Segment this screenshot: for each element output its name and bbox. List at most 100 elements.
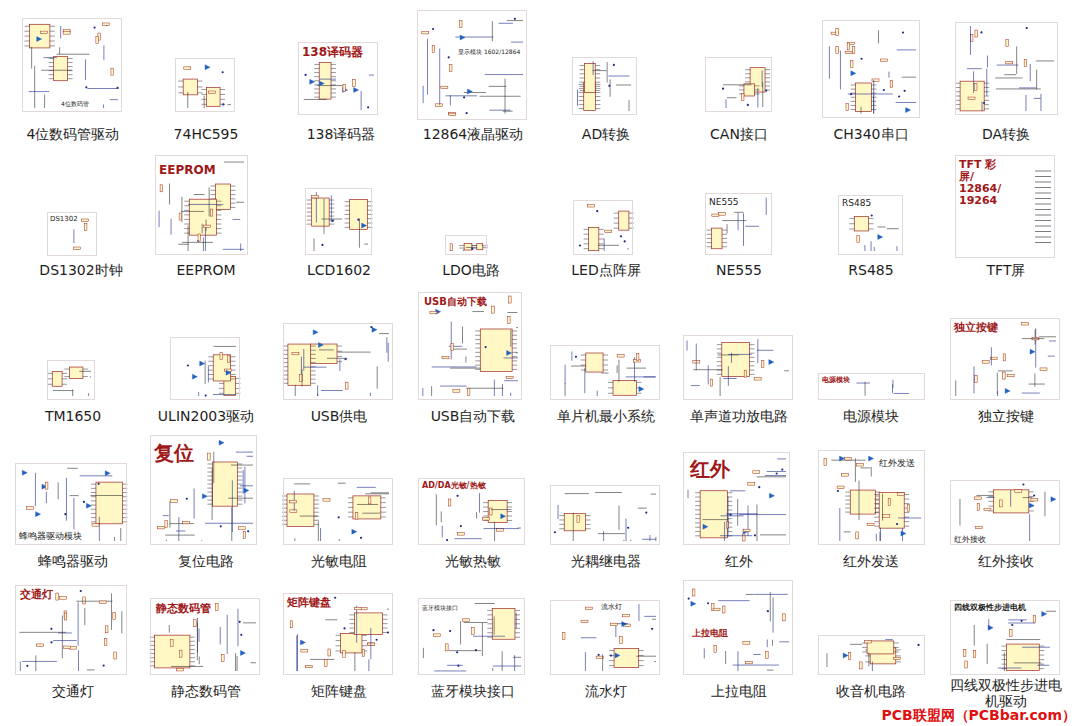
wire bbox=[43, 57, 56, 58]
junction-dot bbox=[485, 346, 487, 348]
pin-wire bbox=[629, 213, 634, 214]
wire bbox=[1035, 329, 1036, 344]
wire bbox=[325, 619, 337, 620]
pin-wire bbox=[314, 76, 319, 77]
pin-wire bbox=[331, 68, 336, 69]
pin-wire bbox=[1002, 655, 1007, 656]
junction-dot bbox=[457, 665, 459, 667]
junction-dot bbox=[456, 495, 458, 497]
wire bbox=[318, 521, 319, 541]
pin-wire bbox=[331, 64, 336, 65]
pin-wire bbox=[851, 89, 856, 90]
pin-wire bbox=[765, 77, 770, 78]
resistor-symbol bbox=[83, 597, 86, 604]
pin-wire bbox=[581, 365, 586, 366]
pin-wire bbox=[230, 186, 235, 187]
wire bbox=[601, 373, 608, 374]
wire bbox=[436, 494, 437, 525]
schematic-thumbnail bbox=[436, 493, 521, 541]
resistor-symbol bbox=[220, 353, 223, 360]
wire bbox=[897, 49, 916, 50]
wire bbox=[844, 531, 851, 532]
wire bbox=[369, 75, 374, 76]
pin-wire bbox=[350, 619, 355, 620]
wire bbox=[34, 66, 35, 108]
pin-wire bbox=[988, 501, 993, 502]
wire bbox=[997, 65, 1019, 66]
ic-symbol bbox=[960, 81, 984, 111]
thumbnail-heading: 流水灯 bbox=[601, 604, 622, 612]
pin-wire bbox=[314, 88, 319, 89]
wire bbox=[894, 393, 909, 394]
wire bbox=[227, 615, 228, 654]
ic-symbol bbox=[712, 228, 722, 249]
wire bbox=[237, 609, 238, 646]
wire bbox=[1036, 70, 1037, 90]
pin-wire bbox=[24, 31, 29, 32]
schematic-thumbnail bbox=[687, 339, 789, 396]
pin-wire bbox=[219, 393, 224, 394]
pin-wire bbox=[483, 247, 488, 248]
wire bbox=[504, 380, 518, 381]
wire bbox=[762, 82, 763, 107]
resistor-symbol bbox=[325, 659, 328, 666]
thumbnail: DS1302DS1302时钟 bbox=[47, 212, 97, 256]
resistor-symbol bbox=[177, 668, 184, 671]
file-caption: AD转换 bbox=[582, 126, 630, 142]
pin-wire bbox=[722, 238, 727, 239]
wire bbox=[1029, 514, 1030, 541]
pin-wire bbox=[64, 376, 69, 377]
led-symbol bbox=[244, 488, 249, 493]
file-caption: USB自动下载 bbox=[431, 408, 516, 424]
pin-wire bbox=[207, 488, 212, 489]
thumbnail-heading: 静态数码管 bbox=[156, 603, 211, 615]
wire bbox=[511, 42, 523, 43]
led-symbol bbox=[313, 330, 318, 335]
pin-wire bbox=[345, 214, 350, 215]
wire bbox=[573, 513, 574, 541]
resistor-symbol bbox=[459, 20, 462, 27]
junction-dot bbox=[1026, 27, 1028, 29]
wire bbox=[103, 45, 104, 60]
resistor-symbol bbox=[305, 665, 312, 668]
wire bbox=[213, 452, 214, 483]
resistor-symbol bbox=[346, 382, 349, 389]
file-caption: 光耦继电器 bbox=[571, 553, 641, 569]
pin-wire bbox=[331, 80, 336, 81]
resistor-symbol bbox=[965, 661, 968, 668]
pin-wire bbox=[579, 108, 584, 109]
resistor-symbol bbox=[848, 653, 851, 660]
wire bbox=[182, 242, 213, 243]
thumbnail: 独立按键独立按键 bbox=[950, 318, 1060, 400]
led-symbol bbox=[362, 223, 367, 228]
pin-wire bbox=[599, 239, 604, 240]
wire bbox=[516, 327, 518, 328]
file-caption: 红外 bbox=[725, 553, 753, 569]
resistor-symbol bbox=[171, 639, 174, 646]
wire bbox=[78, 650, 79, 671]
resistor-symbol bbox=[1010, 629, 1013, 636]
ic-symbol bbox=[355, 613, 383, 635]
pin-wire bbox=[874, 526, 879, 527]
wire bbox=[166, 540, 167, 541]
pin-wire bbox=[216, 233, 221, 234]
wire bbox=[199, 628, 200, 641]
pin-wire bbox=[717, 374, 722, 375]
wire bbox=[629, 100, 630, 111]
thumbnail: 流水灯流水灯 bbox=[550, 600, 660, 675]
wire bbox=[593, 61, 594, 75]
pin-wire bbox=[350, 614, 355, 615]
resistor-symbol bbox=[714, 645, 717, 652]
pin-wire bbox=[350, 632, 355, 633]
wire bbox=[693, 369, 722, 370]
wire bbox=[743, 213, 744, 246]
wire bbox=[1004, 653, 1005, 671]
wire bbox=[726, 99, 727, 108]
pin-wire bbox=[515, 632, 520, 633]
wire bbox=[320, 528, 321, 541]
junction-dot bbox=[83, 501, 85, 503]
led-symbol bbox=[1029, 503, 1034, 508]
schematic-thumbnail bbox=[19, 590, 121, 671]
resistor-symbol bbox=[449, 64, 452, 71]
led-symbol bbox=[507, 350, 512, 355]
